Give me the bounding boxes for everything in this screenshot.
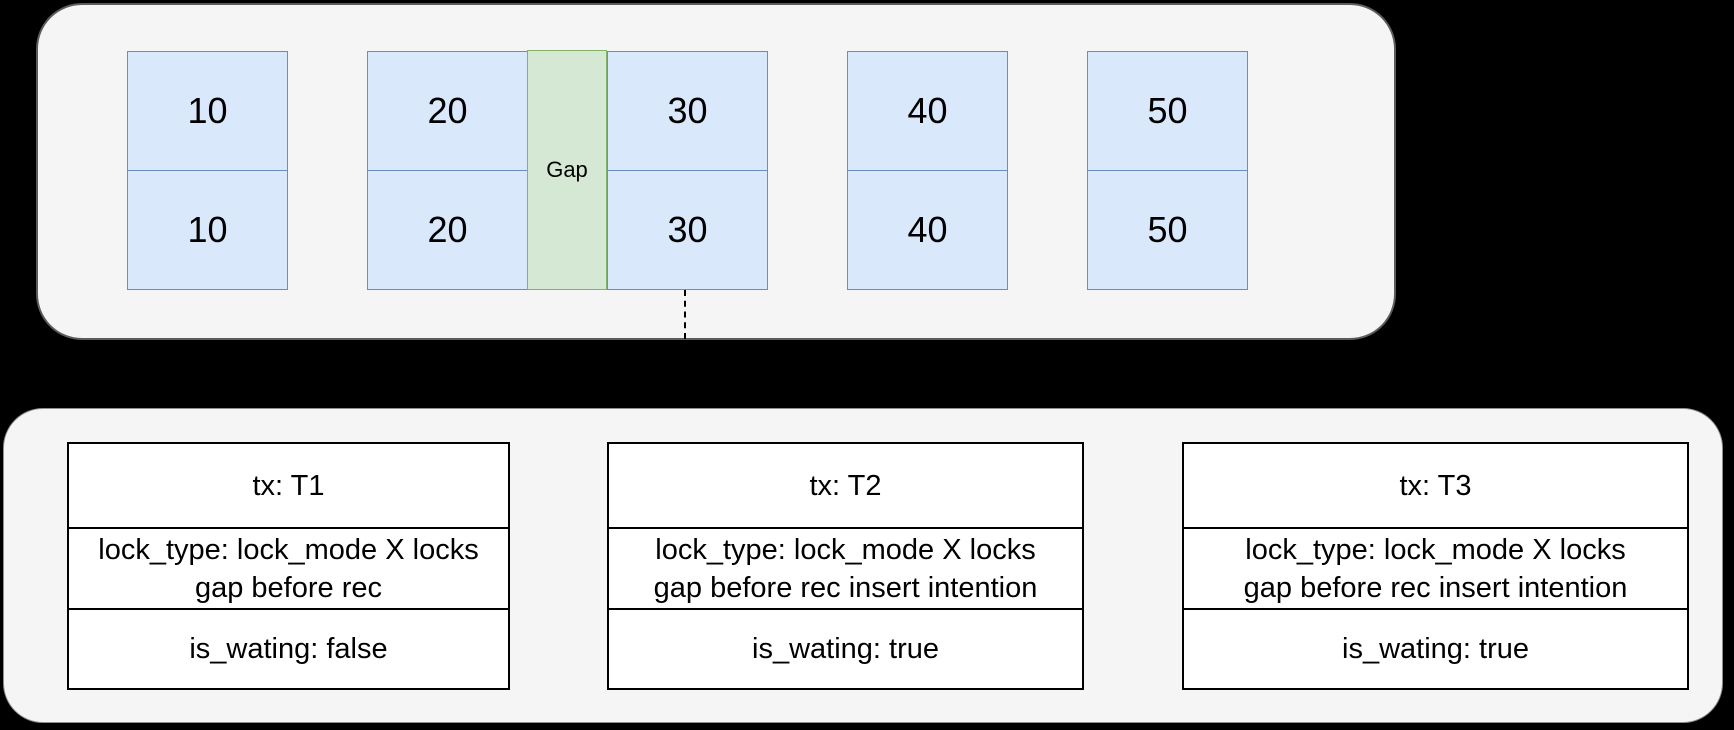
gap-label: Gap	[546, 157, 588, 182]
index-records-panel: 10 10 20 20 Gap 30 30 40 40 50 50	[36, 3, 1396, 340]
transactions-panel: tx: T1 lock_type: lock_mode X locks gap …	[3, 408, 1723, 723]
record-column-50: 50 50	[1087, 51, 1248, 290]
tx-id: tx: T1	[252, 469, 325, 502]
is-waiting-value: is_wating: true	[1342, 633, 1529, 665]
tx-title-row: tx: T2	[609, 444, 1082, 529]
record-cell: 20	[427, 209, 468, 250]
record-cell: 10	[187, 209, 228, 250]
tx-id: tx: T3	[1399, 469, 1472, 502]
is-waiting-row: is_wating: true	[1184, 610, 1687, 688]
is-waiting-row: is_wating: true	[609, 610, 1082, 688]
gap-box: Gap	[527, 50, 607, 290]
is-waiting-value: is_wating: false	[189, 633, 388, 665]
lock-type-line1: lock_type: lock_mode X locks	[655, 533, 1036, 566]
tx-id: tx: T2	[809, 469, 882, 502]
lock-type-row: lock_type: lock_mode X locks gap before …	[609, 529, 1082, 610]
tx-table-t2: tx: T2 lock_type: lock_mode X locks gap …	[607, 442, 1084, 690]
lock-type-row: lock_type: lock_mode X locks gap before …	[69, 529, 508, 610]
lock-type-row: lock_type: lock_mode X locks gap before …	[1184, 529, 1687, 610]
tx-title-row: tx: T1	[69, 444, 508, 529]
record-cell: 30	[608, 52, 767, 171]
record-cell: 30	[667, 209, 708, 250]
tx-table-t1: tx: T1 lock_type: lock_mode X locks gap …	[67, 442, 510, 690]
lock-type-line2: gap before rec insert intention	[653, 571, 1038, 604]
record-cell: 20	[368, 52, 527, 171]
record-cell: 50	[1088, 52, 1247, 171]
is-waiting-value: is_wating: true	[752, 633, 939, 665]
lock-type-line2: gap before rec	[194, 571, 382, 604]
gap-pointer-dashed-line	[684, 290, 686, 339]
tx-table-t3: tx: T3 lock_type: lock_mode X locks gap …	[1182, 442, 1689, 690]
is-waiting-row: is_wating: false	[69, 610, 508, 688]
record-column-40: 40 40	[847, 51, 1008, 290]
lock-type-line2: gap before rec insert intention	[1243, 571, 1628, 604]
record-cell: 50	[1147, 209, 1188, 250]
record-column-10: 10 10	[127, 51, 288, 290]
tx-title-row: tx: T3	[1184, 444, 1687, 529]
lock-type-line1: lock_type: lock_mode X locks	[98, 533, 479, 566]
record-cell: 40	[907, 209, 948, 250]
record-column-30: 30 30	[607, 51, 768, 290]
record-cell: 10	[128, 52, 287, 171]
record-column-20: 20 20	[367, 51, 528, 290]
record-cell: 40	[848, 52, 1007, 171]
lock-type-line1: lock_type: lock_mode X locks	[1245, 533, 1626, 566]
